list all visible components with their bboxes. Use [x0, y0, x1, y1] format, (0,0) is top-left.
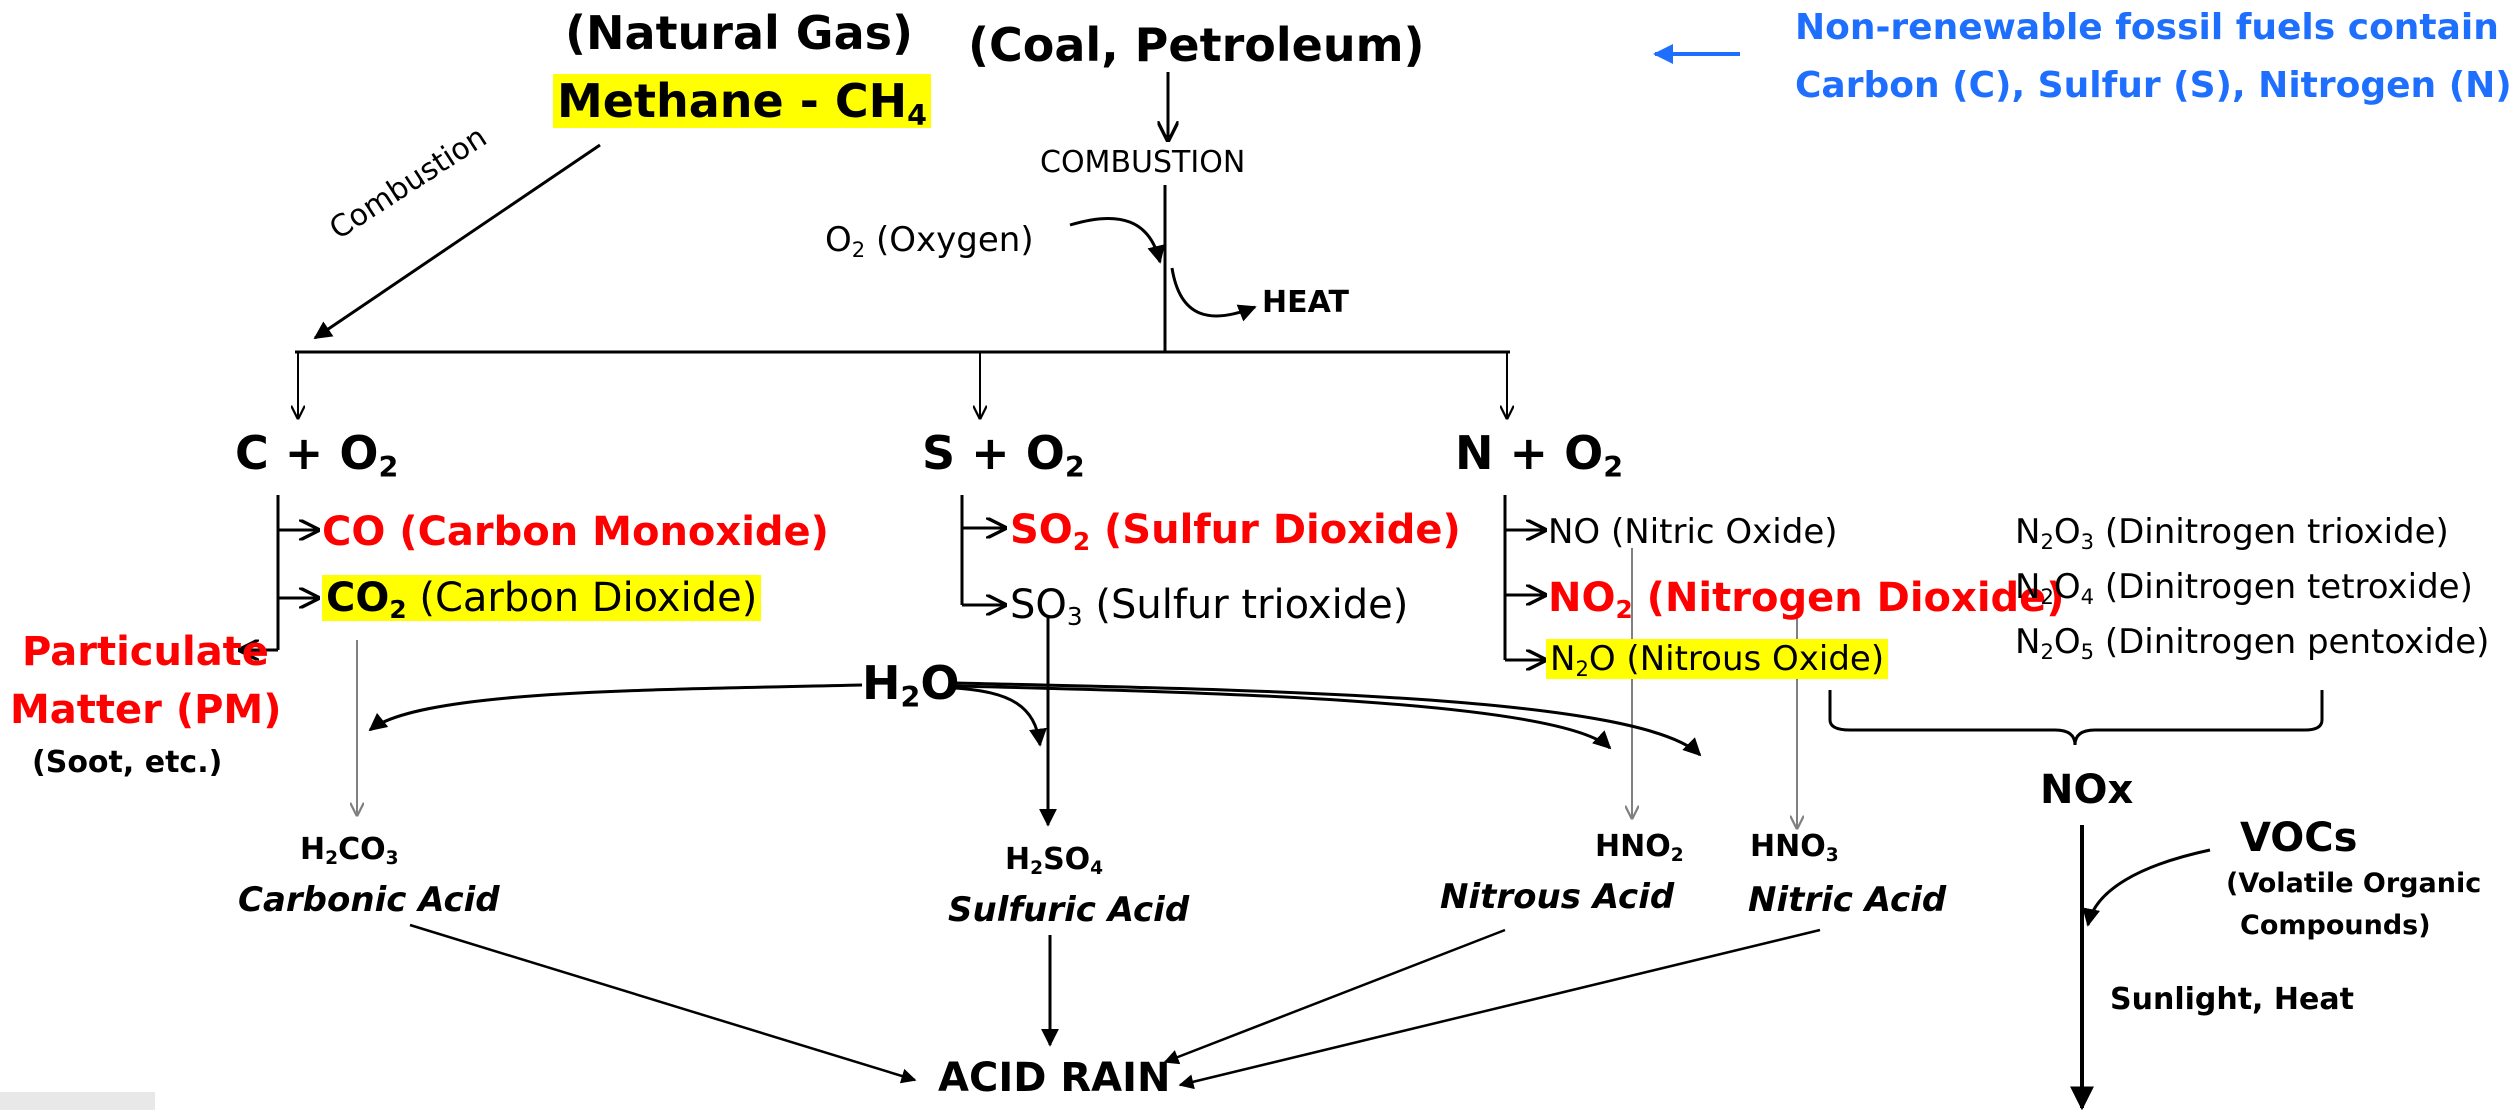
nitrogen-reaction: N + O2 [1455, 426, 1624, 484]
carbonic-acid-name: Carbonic Acid [238, 880, 500, 920]
water-to-nitrous-arrow [954, 684, 1612, 750]
fossil-fuels-note-line2: Carbon (C), Sulfur (S), Nitrogen (N) [1795, 65, 2509, 106]
carbon-monoxide-label: CO (Carbon Monoxide) [322, 509, 829, 555]
combustion-label: COMBUSTION [1040, 145, 1246, 180]
methane-combustion-arrow [313, 143, 601, 340]
dinitrogen-trioxide-label: N2O3 (Dinitrogen trioxide) [2015, 512, 2449, 554]
nox-label: NOx [2040, 767, 2134, 813]
nitric-acid-name: Nitric Acid [1748, 880, 1947, 920]
sulfuric-acid-formula: H2SO4 [1005, 842, 1104, 880]
particulate-label-1: Particulate [22, 629, 269, 675]
carbonic-to-rain-arrow [409, 923, 917, 1084]
corner-box [0, 1092, 155, 1110]
water-to-carbonic-arrow [368, 683, 863, 732]
carbon-dioxide-label: CO2 (Carbon Dioxide) [322, 575, 762, 622]
heat-curve-arrow [1170, 267, 1257, 322]
methane-label: Methane - CH4 [553, 74, 931, 130]
sulfuric-acid-name: Sulfuric Acid [948, 890, 1190, 930]
nitrous-oxide-label: N2O (Nitrous Oxide) [1546, 639, 1889, 679]
water-to-nitric-arrow [954, 681, 1702, 757]
water-label: H2O [862, 656, 960, 714]
sunlight-heat-label: Sunlight, Heat [2110, 982, 2354, 1017]
vocs-description-2: Compounds) [2240, 910, 2431, 941]
vocs-description-1: (Volatile Organic [2226, 868, 2482, 899]
acid-rain-label: ACID RAIN [938, 1055, 1171, 1101]
oxygen-label: O2 (Oxygen) [825, 220, 1034, 262]
carbon-reaction: C + O2 [235, 426, 399, 484]
dinitrogen-pentoxide-label: N2O5 (Dinitrogen pentoxide) [2015, 622, 2490, 664]
sulfur-reaction: S + O2 [922, 426, 1085, 484]
dinitrogen-tetroxide-label: N2O4 (Dinitrogen tetroxide) [2015, 567, 2473, 609]
oxygen-curve-arrow [1069, 217, 1165, 264]
nitrogen-dioxide-label: NO2 (Nitrogen Dioxide) [1548, 575, 2065, 624]
particulate-label-3: (Soot, etc.) [32, 745, 223, 780]
nitric-acid-formula: HNO3 [1750, 829, 1839, 867]
sulfur-dioxide-label: SO2 (Sulfur Dioxide) [1010, 507, 1461, 556]
water-to-sulfuric-arrow [954, 686, 1047, 747]
nitrous-acid-formula: HNO2 [1595, 829, 1684, 867]
nitrous-to-rain-arrow [1163, 928, 1506, 1065]
fossil-fuels-note-line1: Non-renewable fossil fuels contain [1795, 7, 2499, 48]
particulate-label-2: Matter (PM) [10, 687, 282, 733]
nitrous-acid-name: Nitrous Acid [1440, 877, 1675, 917]
coal-petroleum-label: (Coal, Petroleum) [968, 18, 1425, 72]
vocs-curve-arrow [2082, 848, 2211, 927]
nitric-to-rain-arrow [1178, 928, 1821, 1090]
carbonic-acid-formula: H2CO3 [300, 832, 399, 870]
nitric-oxide-label: NO (Nitric Oxide) [1548, 512, 1838, 552]
heat-label: HEAT [1262, 285, 1349, 320]
nox-brace [1828, 690, 2324, 746]
sulfur-trioxide-label: SO3 (Sulfur trioxide) [1010, 582, 1409, 631]
vocs-label: VOCs [2240, 815, 2358, 861]
natural-gas-label: (Natural Gas) [565, 6, 914, 60]
